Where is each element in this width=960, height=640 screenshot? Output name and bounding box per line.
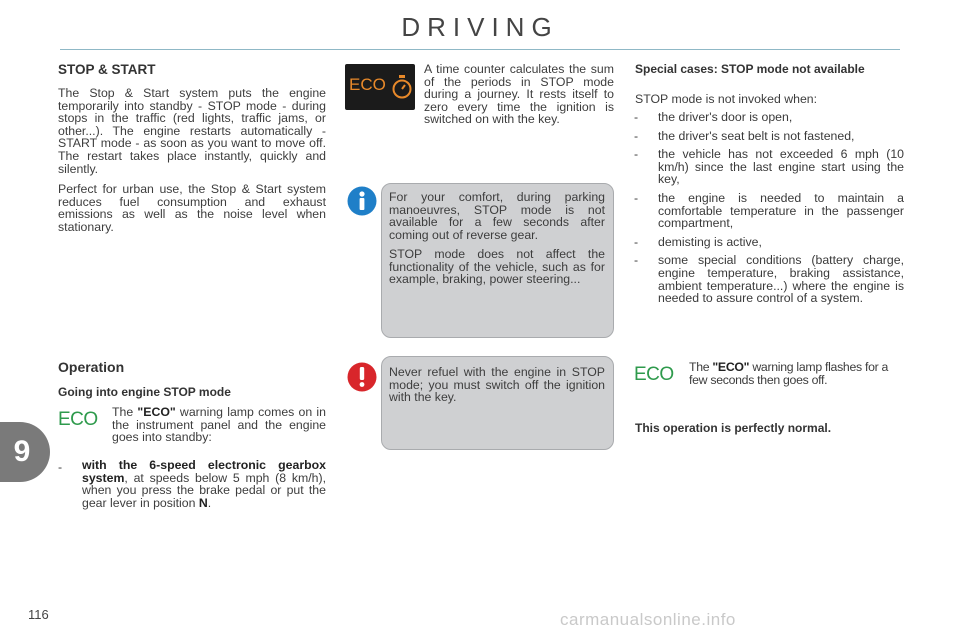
stop-start-para-2: Perfect for urban use, the Stop & Start …: [58, 182, 326, 234]
page-number: 116: [28, 607, 49, 622]
eco-lamp-description: The "ECO" warning lamp comes on in the i…: [112, 405, 326, 445]
list-item: -the driver's seat belt is not fastened,: [634, 128, 855, 143]
info-box: [381, 183, 614, 338]
stop-start-para-1: The Stop & Start system puts the engine …: [58, 86, 326, 176]
operation-subheading: Going into engine STOP mode: [58, 385, 231, 399]
info-para-2: STOP mode does not affect the functional…: [389, 247, 605, 287]
list-item: -the engine is needed to maintain a comf…: [634, 190, 904, 231]
list-item: -demisting is active,: [634, 234, 762, 249]
eco-flash-icon: ECO: [634, 364, 674, 385]
warning-icon: [347, 362, 377, 392]
header-divider: [60, 49, 900, 50]
time-counter-text: A time counter calculates the sum of the…: [424, 62, 614, 127]
chapter-number: 9: [13, 435, 31, 468]
bullet-dash: -: [58, 460, 63, 474]
special-cases-list: -the driver's door is open, -the driver'…: [634, 111, 904, 311]
gearbox-bullet: with the 6-speed electronic gearbox syst…: [82, 458, 326, 510]
warning-text: Never refuel with the engine in STOP mod…: [389, 365, 605, 405]
warning-box: [381, 356, 614, 450]
operation-heading: Operation: [58, 359, 125, 375]
normal-operation-note: This operation is perfectly normal.: [635, 421, 832, 435]
stop-start-heading: STOP & START: [58, 62, 156, 77]
chapter-tab: [0, 422, 50, 482]
eco-lamp-icon: ECO: [58, 409, 98, 430]
special-cases-heading: Special cases: STOP mode not available: [635, 62, 865, 76]
list-item: -the vehicle has not exceeded 6 mph (10 …: [634, 147, 904, 187]
special-cases-intro: STOP mode is not invoked when:: [635, 92, 818, 106]
list-item: -the driver's door is open,: [634, 110, 793, 124]
eco-flash-text: The "ECO" warning lamp flashes for a few…: [689, 360, 889, 387]
list-item: -some special conditions (battery charge…: [634, 253, 904, 306]
eco-counter-icon: ECO: [345, 64, 415, 110]
stopwatch-icon: [392, 75, 412, 99]
page-title: DRIVING: [401, 12, 559, 42]
info-para-1: For your comfort, during parking manoeuv…: [389, 190, 605, 242]
info-icon: [347, 186, 377, 216]
watermark: carmanualsonline.info: [560, 610, 736, 629]
